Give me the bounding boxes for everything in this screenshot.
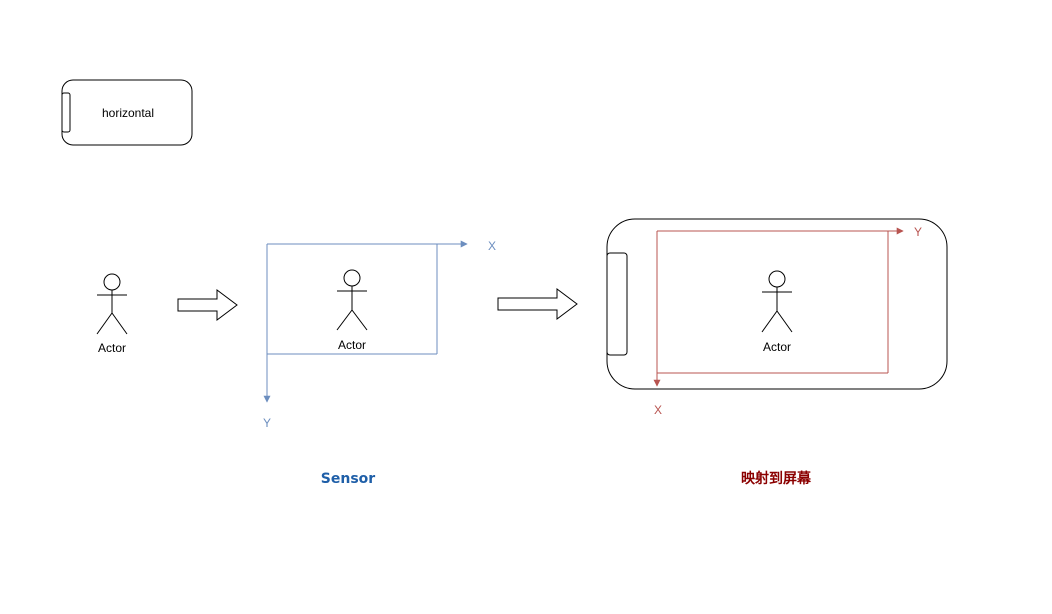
actor-screen <box>761 270 793 333</box>
actor-left-label: Actor <box>98 341 126 355</box>
actor-left <box>96 273 128 335</box>
screen-x-label: X <box>654 403 662 417</box>
sensor-caption: Sensor <box>321 471 375 487</box>
actor-sensor <box>336 269 368 331</box>
phone-side-button <box>61 92 71 133</box>
screen-frame <box>653 227 904 387</box>
screen-phone-side-button <box>606 252 628 356</box>
actor-screen-label: Actor <box>763 340 791 354</box>
horizontal-phone-icon: horizontal <box>61 79 193 146</box>
screen-caption: 映射到屏幕 <box>741 470 812 487</box>
phone-label: horizontal <box>102 106 154 120</box>
actor-head <box>103 273 121 291</box>
actor-head <box>343 269 361 287</box>
screen-y-label: Y <box>914 225 922 239</box>
sensor-y-label: Y <box>263 416 271 430</box>
right-arrow-icon <box>177 289 238 321</box>
sensor-x-label: X <box>488 239 496 253</box>
actor-sensor-label: Actor <box>338 338 366 352</box>
actor-head <box>768 270 786 288</box>
sensor-frame <box>263 240 468 403</box>
right-arrow-icon <box>497 288 578 320</box>
